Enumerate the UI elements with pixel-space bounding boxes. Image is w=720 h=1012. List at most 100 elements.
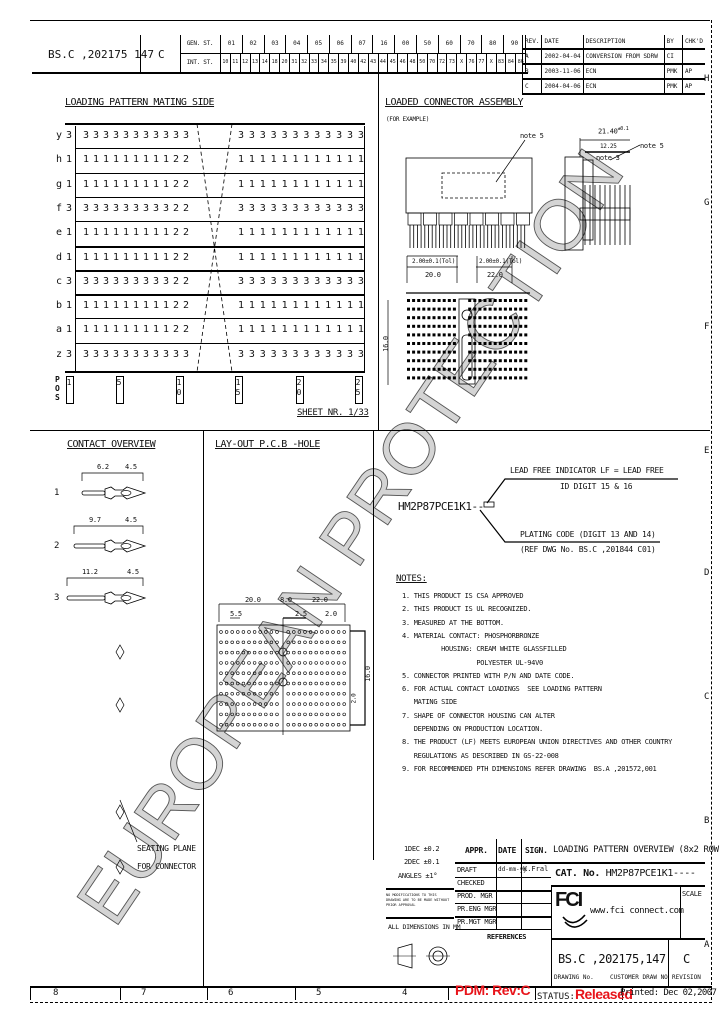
row-label: a (55, 324, 63, 336)
loading-cell: 1 (259, 324, 266, 336)
zone-label: B (704, 816, 710, 826)
loading-cell: 1 (346, 227, 354, 239)
row-divider (75, 342, 365, 344)
loading-cell: 3 (314, 348, 321, 360)
loading-cell: 1 (237, 300, 245, 312)
description-cell: CONVERSION FROM SDRW (582, 49, 665, 65)
loading-cell: 3 (122, 348, 130, 360)
note-item: 2. THIS PRODUCT IS UL RECOGNIZED. (402, 605, 532, 614)
row-label: h (55, 154, 63, 166)
chkd-cell: AP (681, 79, 705, 95)
gen-st-cell: 01 (221, 35, 243, 53)
loading-cell: 1 (142, 300, 150, 312)
loading-cell: 1 (281, 227, 288, 239)
loading-cell: 3 (172, 348, 180, 360)
loading-cell: 3 (132, 348, 140, 360)
loading-cell: 3 (281, 275, 288, 287)
int-st-cell: X (487, 54, 497, 72)
note-item: REGULATIONS AS DESCRIBED IN GS-22-008 (402, 751, 559, 760)
loading-cell: 3 (292, 348, 299, 360)
loading-cell: 1 (122, 227, 130, 239)
date-cell: 2004-04-06 (541, 79, 584, 95)
loading-cell: 1 (82, 300, 90, 312)
note-item: 4. MATERIAL CONTACT: PHOSPHORBRONZE (402, 631, 540, 640)
loading-cell: 1 (122, 300, 130, 312)
int-st-cell: 40 (349, 54, 359, 72)
header-underline (32, 72, 528, 74)
int-st-cell: 48 (408, 54, 418, 72)
loading-cell: 3 (248, 275, 255, 287)
loading-cell: 3 (336, 130, 343, 141)
loading-cell: 3 (162, 202, 170, 214)
gen-st-cell: 03 (265, 35, 287, 53)
revision-label: REVISION (672, 974, 701, 981)
loading-cell: 1 (102, 227, 110, 239)
chkd-cell: AP (681, 64, 705, 80)
references-label: REFERENCES (487, 933, 527, 941)
loading-cell: 3 (259, 202, 266, 214)
loading-cell: 3 (292, 275, 299, 287)
int-st-cell: 14 (260, 54, 271, 72)
assembly-title: LOADED CONNECTOR ASSEMBLY (385, 97, 524, 108)
contact-dim-b: 4.5 (125, 463, 137, 471)
row-divider (75, 245, 365, 248)
position-label: 15 (235, 378, 241, 397)
loading-cell: 2 (172, 300, 180, 312)
loading-cell: 3 (270, 130, 277, 141)
loading-cell: 1 (270, 251, 277, 263)
loading-cell: 3 (336, 348, 343, 360)
pcb-dim: 8.0 (280, 596, 292, 604)
status: STATUS:Released (537, 984, 633, 1003)
loading-cell: 1 (303, 178, 310, 190)
loading-cell: 3 (259, 275, 266, 287)
fci-website: www.fci connect.com (590, 906, 684, 916)
loading-cell: 3 (132, 130, 140, 141)
loading-cell: 1 (325, 300, 332, 312)
loading-cell: 3 (281, 202, 288, 214)
loading-cell: 1 (281, 154, 288, 166)
loading-cell: 1 (82, 324, 90, 336)
revision-row: C 2004-04-06 ECN PMK AP (521, 79, 705, 95)
loading-cell: 1 (152, 251, 160, 263)
loading-cell: 1 (92, 154, 100, 166)
zone-label: 4 (402, 988, 408, 998)
loading-cell: 1 (142, 227, 150, 239)
contact-overview-title: CONTACT OVERVIEW (67, 439, 156, 450)
position-label: 25 (355, 378, 361, 397)
loading-cell: 3 (142, 130, 150, 141)
row-divider (75, 172, 365, 174)
loading-cell: 1 (152, 178, 160, 190)
note-item: 7. SHAPE OF CONNECTOR HOUSING CAN ALTER (402, 711, 555, 720)
loading-cell: 1 (65, 178, 73, 190)
int-st-cell: 11 (231, 54, 241, 72)
loading-cell: 3 (82, 348, 90, 360)
gen-st-cell: 04 (286, 35, 309, 53)
loading-cell: 1 (132, 178, 140, 190)
loading-cell: 1 (314, 154, 321, 166)
rev-header: REV. (521, 35, 542, 50)
appr-header: APPR. (465, 846, 488, 855)
drawing-no-label: DRAWING No. (554, 974, 594, 981)
loading-cell: 1 (357, 227, 364, 239)
role-divider (455, 916, 551, 918)
revision-row: A 2002-04-04 CONVERSION FROM SDRW CI (521, 49, 705, 65)
row-divider (75, 269, 365, 272)
gen-st-label: GEN. ST. (180, 35, 221, 53)
loading-cell: 1 (102, 300, 110, 312)
loading-cell: 1 (65, 324, 73, 336)
loading-cell: 3 (357, 130, 364, 141)
loading-cell: 1 (92, 227, 100, 239)
gen-st-cell: 60 (439, 35, 461, 53)
loading-cell: 3 (182, 348, 190, 360)
zone-label: 6 (228, 988, 234, 998)
loading-cell: 3 (303, 202, 310, 214)
position-label: 1 (66, 378, 72, 387)
int-st-cell: 20 (280, 54, 290, 72)
loading-cell: 1 (237, 324, 245, 336)
loading-cell: 1 (325, 251, 332, 263)
row-divider (75, 148, 365, 150)
